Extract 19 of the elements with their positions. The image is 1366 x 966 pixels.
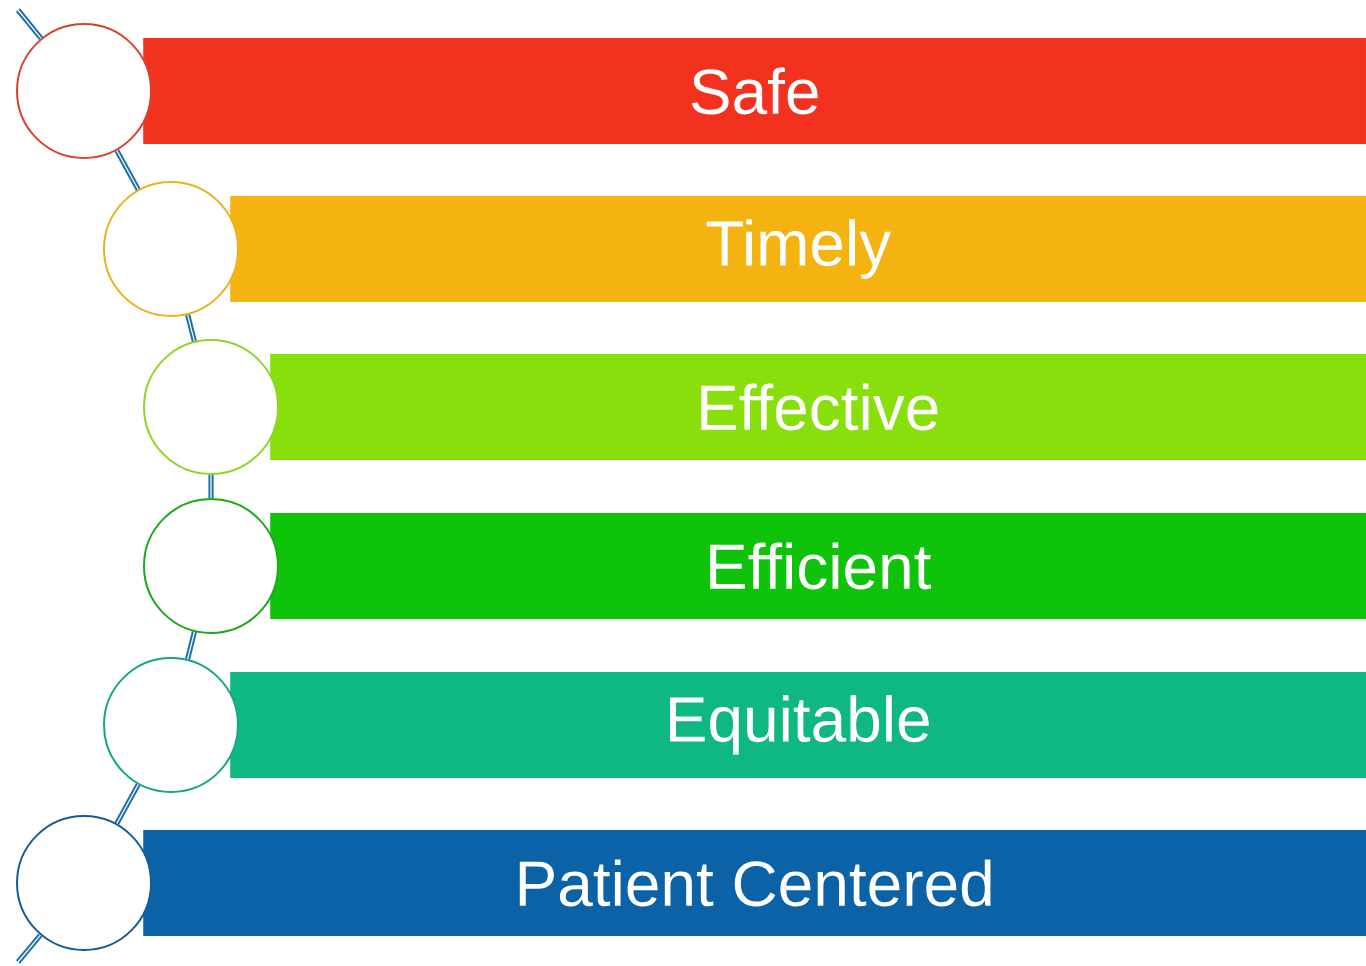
color-bar: Safe xyxy=(143,38,1366,144)
color-bar: Effective xyxy=(270,354,1366,460)
connector-line xyxy=(16,933,43,964)
circle xyxy=(16,23,152,159)
connector-line xyxy=(114,783,141,825)
circle xyxy=(16,815,152,951)
circle xyxy=(143,339,279,475)
color-bar: Efficient xyxy=(270,513,1366,619)
circle xyxy=(143,498,279,634)
color-bar: Equitable xyxy=(230,672,1366,778)
circle xyxy=(103,181,239,317)
color-bar: Patient Centered xyxy=(143,830,1366,936)
connector-line xyxy=(114,149,141,191)
color-bar: Timely xyxy=(230,196,1366,302)
circle xyxy=(103,657,239,793)
connector-line xyxy=(16,8,44,40)
connector-line xyxy=(185,631,197,660)
connector-line xyxy=(208,474,214,499)
connector-line xyxy=(185,314,197,342)
